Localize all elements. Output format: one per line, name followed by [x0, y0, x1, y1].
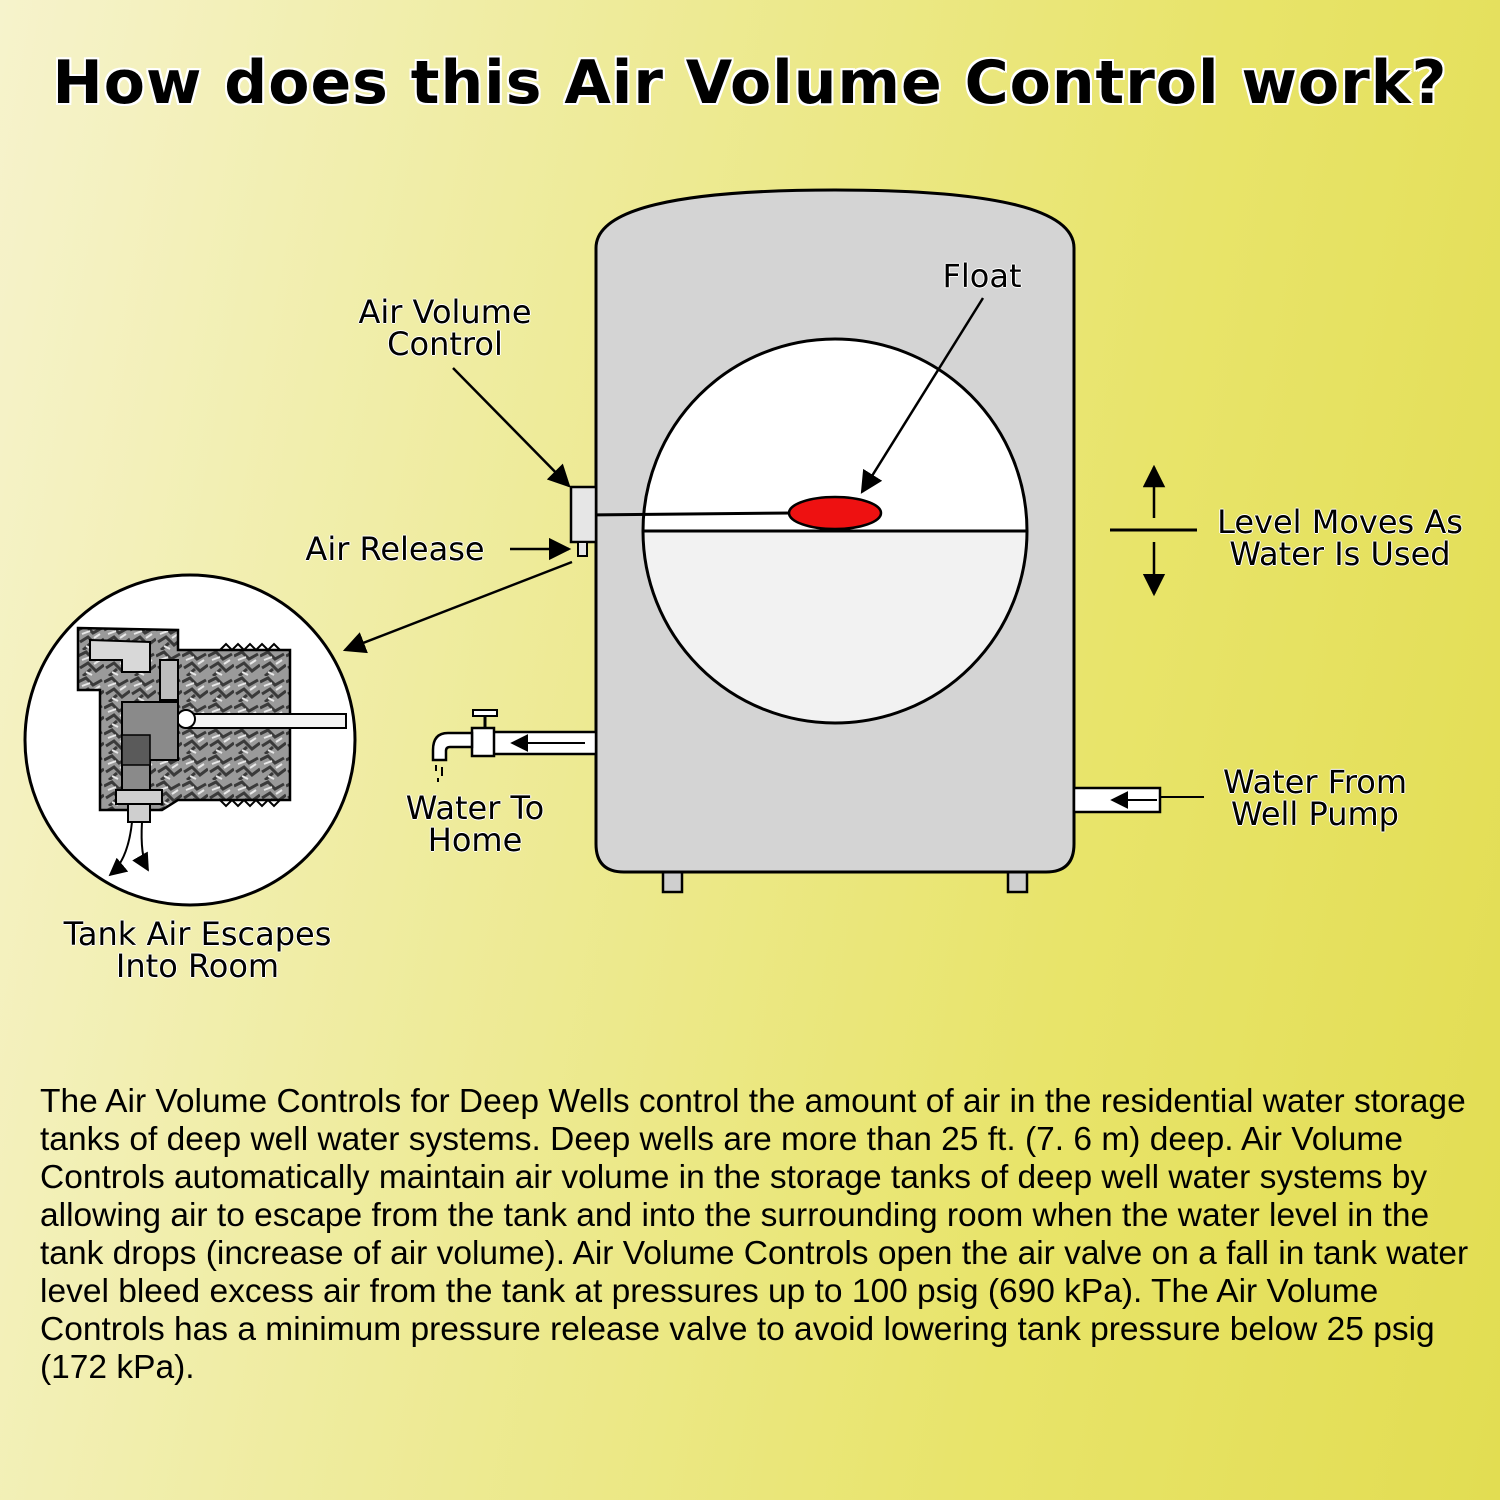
- detail-leader: [342, 560, 573, 654]
- water-from-well-pump-label: Water From Well Pump: [1222, 763, 1408, 833]
- level-moves-label: Level Moves As Water Is Used: [1217, 503, 1463, 573]
- float-label: Float: [942, 257, 1022, 295]
- page-title: How does this Air Volume Control work?: [52, 48, 1448, 118]
- faucet-icon: [431, 709, 498, 782]
- description-paragraph: The Air Volume Controls for Deep Wells c…: [40, 1083, 1469, 1386]
- water-to-home-label: Water To Home: [405, 789, 545, 859]
- float: [787, 495, 883, 531]
- air-volume-control-box: [569, 485, 598, 544]
- air-release-valve: [577, 541, 588, 557]
- tank-air-escapes-label: Tank Air Escapes Into Room: [63, 915, 332, 985]
- air-release-label: Air Release: [305, 530, 485, 568]
- float-rod: [583, 511, 793, 517]
- float-leader: [860, 297, 985, 494]
- valve-detail-view: [23, 573, 357, 907]
- level-indicator: [1110, 464, 1197, 597]
- water-region: [643, 531, 1027, 723]
- air-volume-control-label: Air Volume Control: [358, 293, 532, 363]
- air-volume-control-leader: [452, 367, 571, 488]
